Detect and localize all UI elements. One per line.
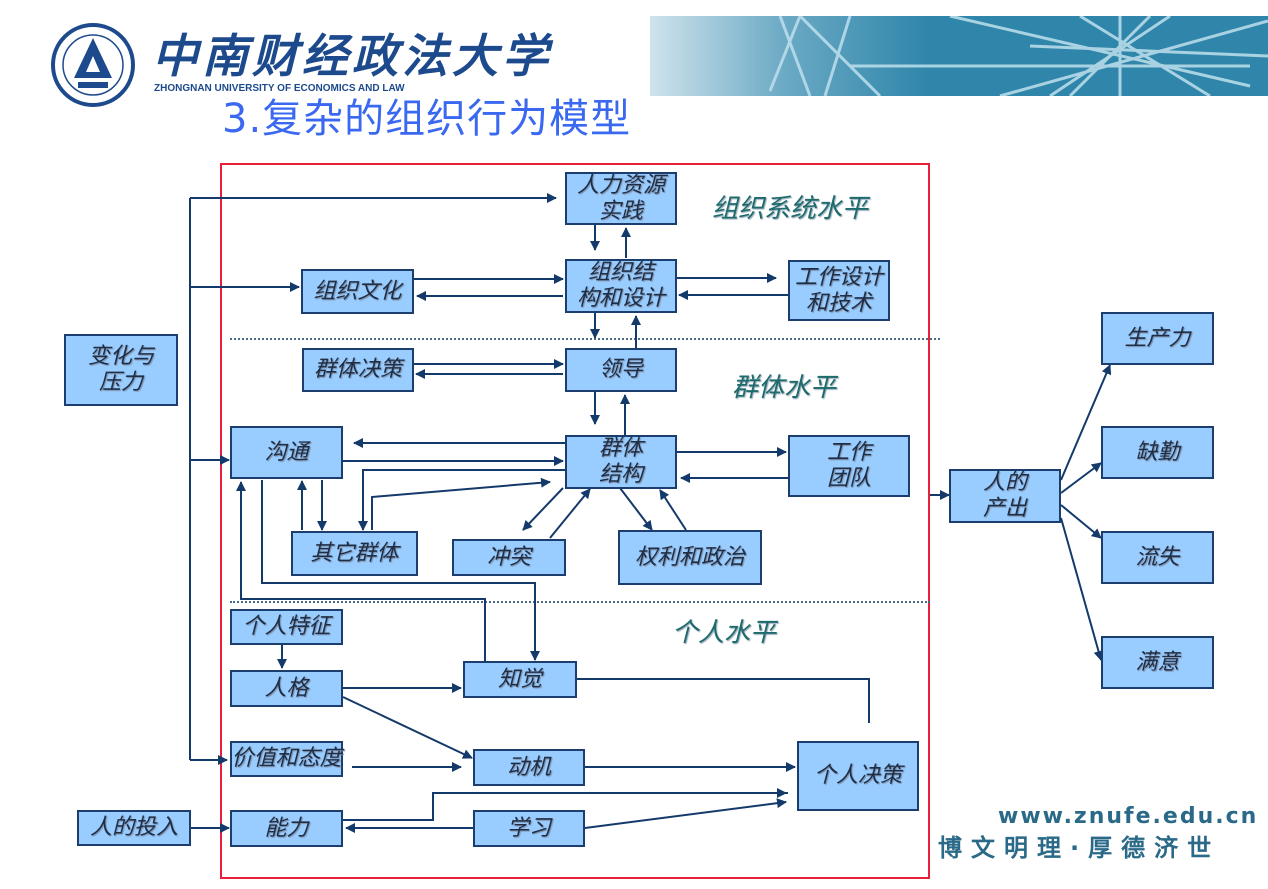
edge-conflict-gstruct (549, 488, 591, 539)
label-values-attitudes: 价值和态度 (231, 746, 342, 771)
box-change-pressure: 变化与 压力 (64, 334, 178, 406)
box-absenteeism: 缺勤 (1101, 426, 1214, 479)
slide-title: 3.复杂的组织行为模型 (222, 96, 632, 142)
box-human-input: 人的投入 (77, 810, 191, 846)
box-org-structure: 组织结 构和设计 (565, 259, 677, 313)
label-hr-practice: 人力资源 实践 (576, 172, 665, 224)
box-personality: 人格 (230, 670, 343, 707)
box-group-structure: 群体 结构 (565, 435, 677, 489)
label-human-output: 人的 产出 (982, 470, 1027, 521)
edge-perception-decision (577, 678, 870, 723)
box-leadership: 领导 (565, 348, 677, 392)
edge-comm-perception (261, 480, 540, 661)
label-human-input: 人的投入 (89, 815, 178, 840)
level-divider-1 (230, 338, 940, 340)
footer-motto: 博文明理·厚德济世 (938, 834, 1221, 862)
label-personal-traits: 个人特征 (242, 614, 331, 639)
organization-frame (220, 163, 930, 879)
level-label-individual: 个人水平 (672, 618, 777, 648)
box-turnover: 流失 (1101, 531, 1214, 584)
box-human-output: 人的 产出 (949, 469, 1061, 523)
box-individual-decision: 个人决策 (797, 741, 919, 811)
edge-gstruct-conflict (522, 487, 564, 531)
label-learning: 学习 (506, 815, 551, 841)
edge-power-gstruct (659, 489, 687, 531)
label-communication: 沟通 (264, 439, 309, 465)
footer-url: www.znufe.edu.cn (998, 804, 1259, 829)
banner-decoration (768, 16, 1268, 96)
label-group-structure: 群体 结构 (598, 436, 643, 487)
box-ability: 能力 (230, 810, 343, 847)
label-group-decision: 群体决策 (313, 357, 402, 382)
edge-output-satisfaction (1060, 517, 1104, 661)
box-productivity: 生产力 (1101, 312, 1214, 365)
edge-gstruct-power (619, 487, 653, 531)
label-leadership: 领导 (598, 357, 643, 382)
university-name-en: ZHONGNAN UNIVERSITY OF ECONOMICS AND LAW (154, 83, 405, 94)
box-other-groups: 其它群体 (291, 531, 418, 576)
label-org-structure: 组织结 构和设计 (576, 260, 665, 311)
label-ability: 能力 (264, 815, 309, 841)
label-satisfaction: 满意 (1135, 649, 1180, 675)
box-communication: 沟通 (230, 426, 343, 479)
box-work-team: 工作 团队 (788, 435, 910, 497)
label-turnover: 流失 (1135, 544, 1180, 570)
label-other-groups: 其它群体 (310, 540, 399, 566)
edge-perception-comm (236, 481, 486, 663)
edge-output-absence (1060, 462, 1102, 494)
label-power-politics: 权利和政治 (634, 544, 745, 570)
label-absenteeism: 缺勤 (1135, 439, 1180, 465)
label-change-pressure: 变化与 压力 (87, 344, 154, 395)
box-motivation: 动机 (473, 749, 585, 786)
university-logo (51, 23, 135, 107)
label-personality: 人格 (264, 675, 309, 701)
box-org-culture: 组织文化 (301, 269, 414, 314)
header-banner (650, 16, 1268, 96)
box-hr-practice: 人力资源 实践 (565, 172, 677, 225)
box-conflict: 冲突 (452, 539, 566, 576)
box-learning: 学习 (473, 810, 585, 847)
label-individual-decision: 个人决策 (813, 763, 902, 788)
edge-other-gstruct (371, 477, 551, 530)
box-satisfaction: 满意 (1101, 636, 1214, 689)
label-org-culture: 组织文化 (313, 278, 402, 304)
label-perception: 知觉 (497, 666, 542, 692)
box-personal-traits: 个人特征 (230, 609, 343, 645)
box-group-decision: 群体决策 (302, 348, 414, 392)
university-name-cn: 中南财经政法大学 (152, 29, 552, 83)
box-values-attitudes: 价值和态度 (230, 741, 343, 777)
box-perception: 知觉 (463, 661, 577, 698)
edge-gstruct-other (358, 469, 565, 531)
edge-output-productivity (1060, 364, 1112, 481)
edge-personality-motivation (342, 696, 473, 759)
label-work-team: 工作 团队 (826, 440, 871, 491)
level-label-organization: 组织系统水平 (712, 194, 869, 224)
box-power-politics: 权利和政治 (618, 530, 762, 585)
box-job-design: 工作设计 和技术 (788, 260, 890, 321)
level-label-group: 群体水平 (732, 373, 837, 403)
label-job-design: 工作设计 和技术 (794, 264, 883, 316)
label-productivity: 生产力 (1124, 325, 1191, 351)
label-motivation: 动机 (506, 754, 551, 780)
edge-output-turnover (1060, 504, 1102, 539)
edge-learning-decision (584, 798, 787, 829)
level-divider-2 (230, 601, 930, 603)
label-conflict: 冲突 (486, 544, 531, 570)
